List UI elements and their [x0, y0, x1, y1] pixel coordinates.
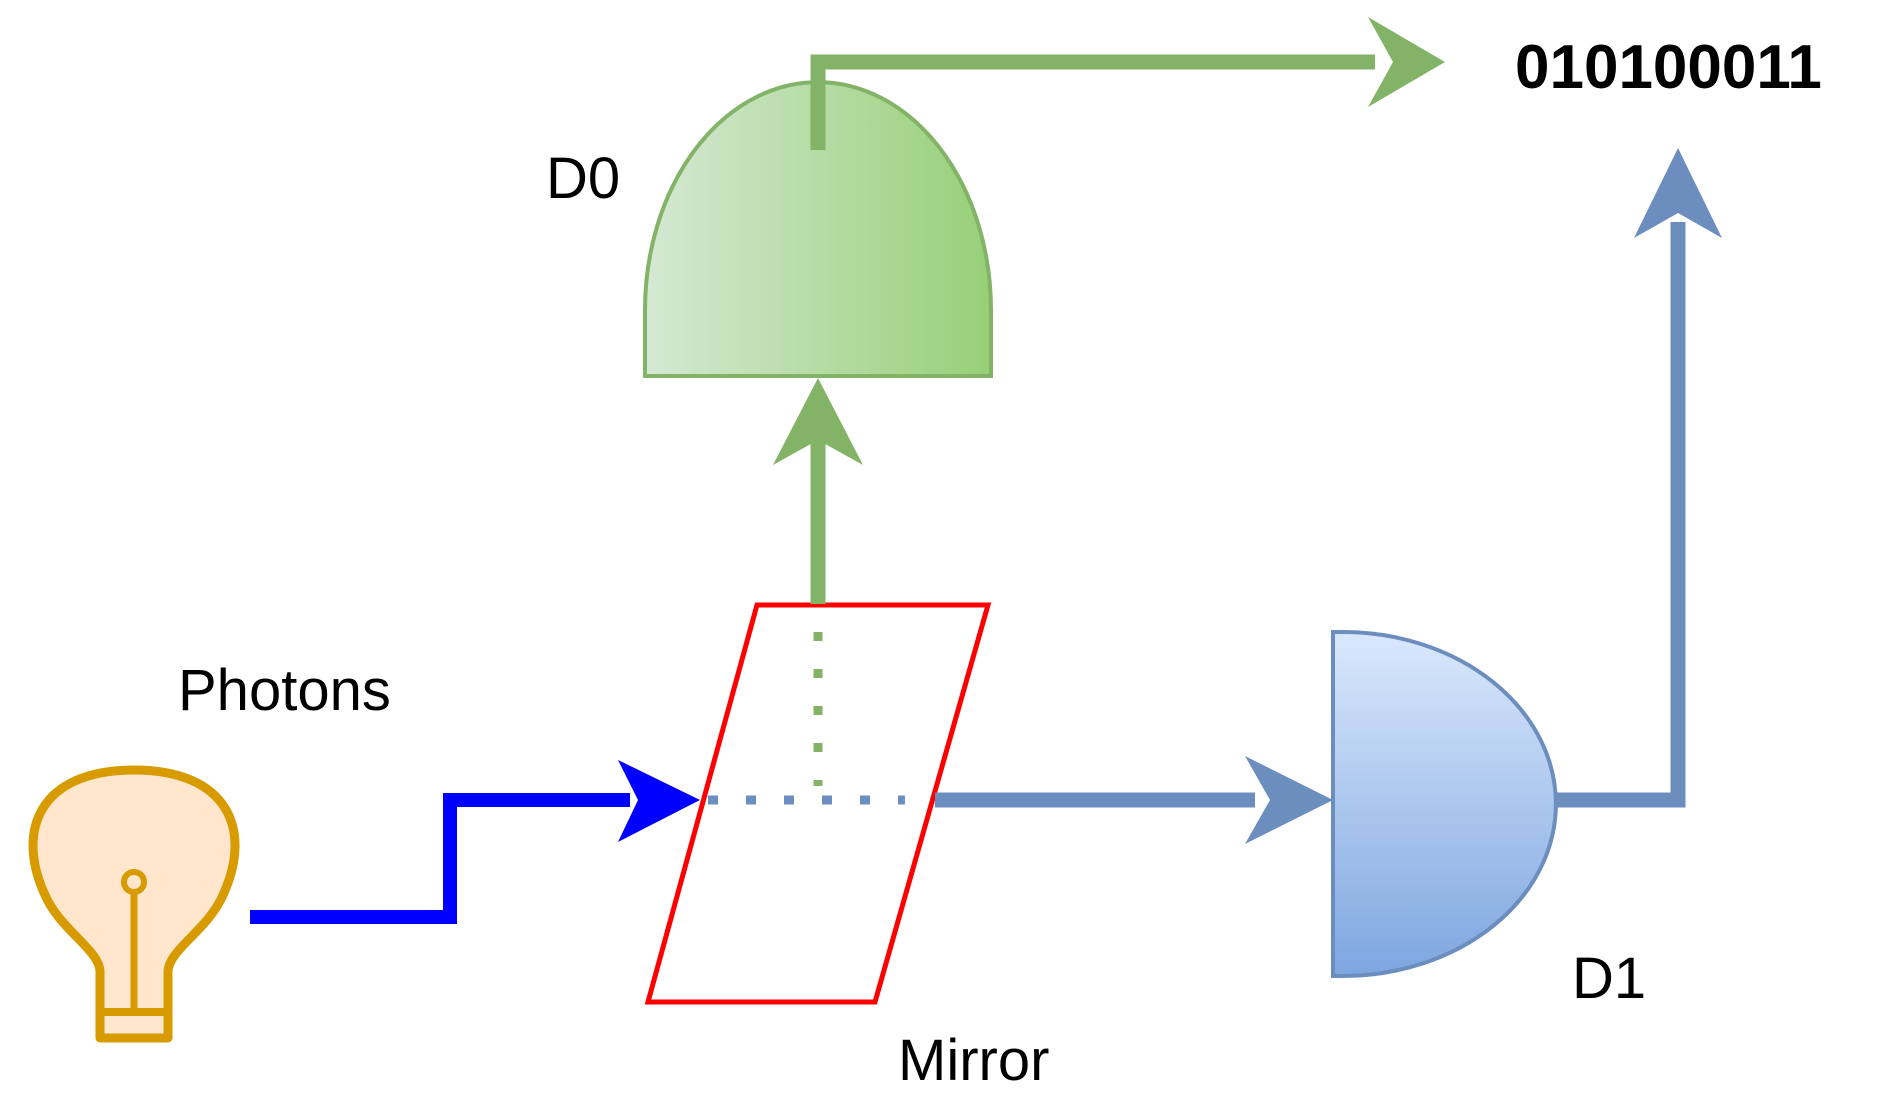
mirror-label: Mirror: [898, 1028, 1049, 1093]
detector-d0-label: D0: [546, 146, 620, 211]
blue-transmitted-arrow: [935, 756, 1333, 844]
blue-output-arrow: [1557, 148, 1722, 808]
green-reflected-arrow: [773, 378, 863, 604]
detector-d1-label: D1: [1572, 946, 1646, 1011]
green-output-arrow: [810, 17, 1445, 150]
light-bulb-icon: [28, 765, 240, 1043]
output-bits-label: 010100011: [1515, 33, 1822, 102]
photons-label: Photons: [178, 658, 391, 723]
photon-beam-arrow: [250, 760, 700, 924]
mirror-beam-splitter: [644, 602, 992, 1005]
detector-d1: [1331, 630, 1558, 978]
